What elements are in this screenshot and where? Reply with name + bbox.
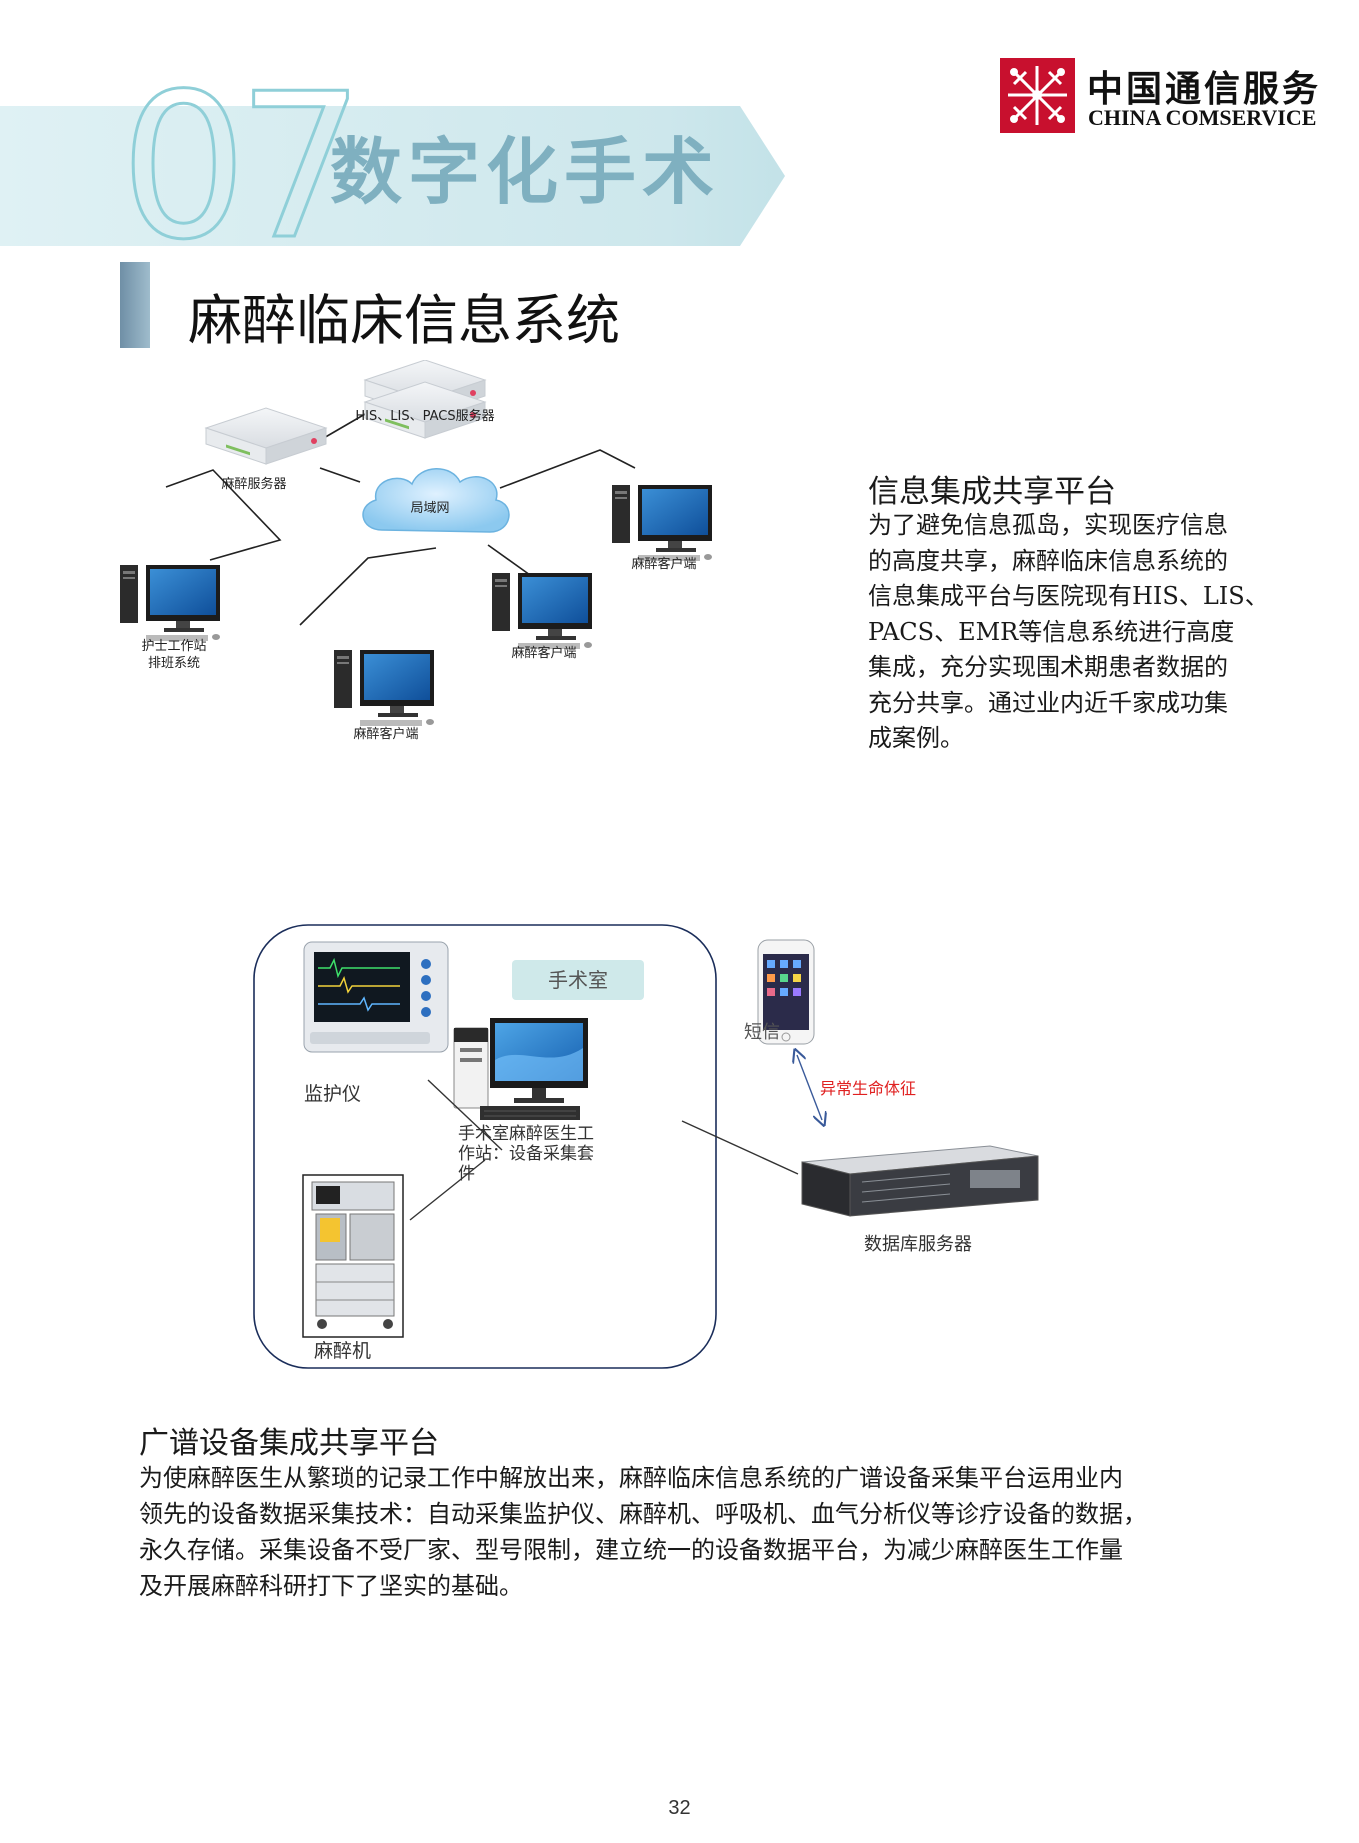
chapter-number: 07 xyxy=(120,51,355,246)
client-right-label: 麻醉客户端 xyxy=(631,556,696,572)
device-platform-body: 为使麻醉医生从繁琐的记录工作中解放出来，麻醉临床信息系统的广谱设备采集平台运用业… xyxy=(139,1464,1147,1600)
db-server-label: 数据库服务器 xyxy=(864,1234,972,1255)
device-platform-heading: 广谱设备集成共享平台 xyxy=(139,1426,439,1461)
database-server-icon xyxy=(801,1145,1039,1217)
network-diagram: HIS、LIS、PACS服务器 麻醉服务器 局域网 麻醉客户端 麻醉客户端 护士… xyxy=(120,360,712,742)
logo-text-cn: 中国通信服务 xyxy=(1087,69,1322,110)
lan-label: 局域网 xyxy=(410,501,449,516)
monitor-label: 监护仪 xyxy=(304,1083,361,1105)
patient-monitor-icon xyxy=(303,941,449,1053)
lan-cloud-icon xyxy=(362,468,510,533)
china-comservice-logo xyxy=(1000,58,1075,133)
his-server-label: HIS、LIS、PACS服务器 xyxy=(355,408,494,424)
info-platform-heading: 信息集成共享平台 xyxy=(868,474,1116,510)
anesthesia-machine-label: 麻醉机 xyxy=(314,1340,371,1362)
anesthesia-server-label: 麻醉服务器 xyxy=(221,476,286,492)
logo-text-en: CHINA COMSERVICE xyxy=(1088,105,1317,130)
section-marker xyxy=(120,262,150,348)
page-number: 32 xyxy=(668,1797,691,1819)
workstation-icon xyxy=(453,1018,588,1120)
nurse-station-label: 护士工作站 xyxy=(141,639,206,654)
scheduling-label: 排班系统 xyxy=(148,656,200,671)
room-label: 手术室 xyxy=(548,968,608,992)
phone-label: 短信 xyxy=(744,1022,780,1043)
workstation-label-line-1: 手术室麻醉医生工 xyxy=(458,1124,594,1144)
section-title: 麻醉临床信息系统 xyxy=(188,289,620,352)
workstation-label-line-2: 作站：设备采集套 xyxy=(458,1144,594,1164)
info-platform-body: 为了避免信息孤岛，实现医疗信息 的高度共享，麻醉临床信息系统的 信息集成平台与医… xyxy=(868,511,1269,752)
smartphone-icon xyxy=(757,939,815,1045)
chapter-title: 数字化手术 xyxy=(330,130,721,214)
client-center-label: 麻醉客户端 xyxy=(511,645,576,661)
chapter-banner: 07 xyxy=(0,50,785,246)
alert-label: 异常生命体征 xyxy=(820,1079,916,1098)
operating-room-diagram: 手术室 监护仪 麻醉机 xyxy=(253,924,1039,1369)
client-bottom-label: 麻醉客户端 xyxy=(353,726,418,742)
anesthesia-machine-icon xyxy=(302,1174,404,1338)
